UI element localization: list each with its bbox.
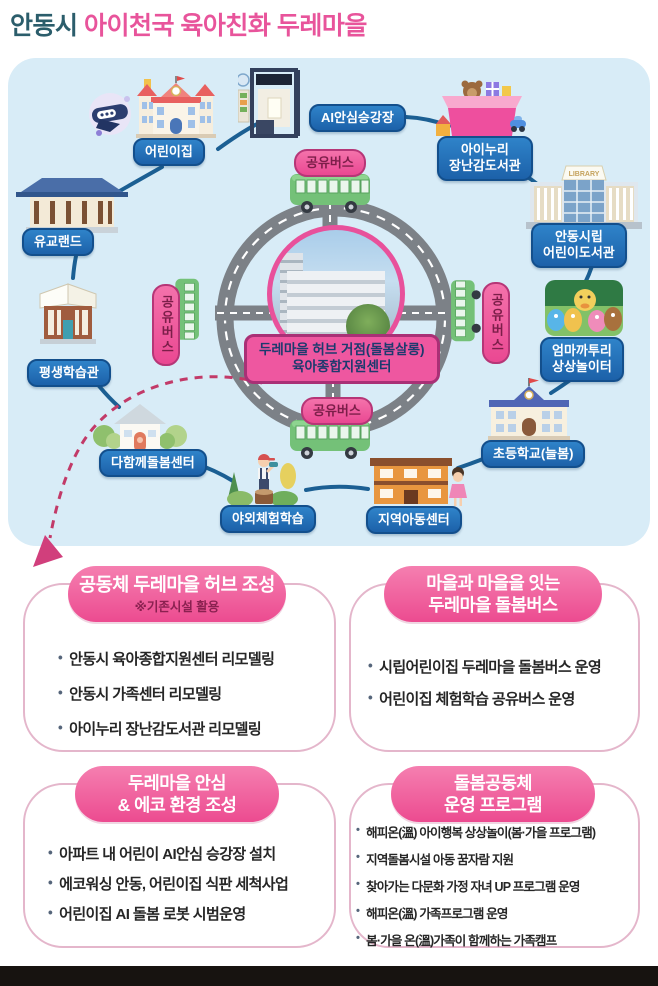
list-item: 어린이집 체험학습 공유버스 운영 [368, 688, 601, 709]
node-label-daycare: 어린이집 [133, 138, 205, 167]
node-label-children-center: 지역아동센터 [366, 506, 462, 535]
lifelong-learning-building-icon [36, 276, 100, 344]
list-item: 에코워싱 안동, 어린이집 식판 세척사업 [48, 873, 289, 894]
list-item: 봄·가을 온(溫)가족이 함께하는 가족캠프 [356, 930, 595, 949]
list-item: 아파트 내 어린이 AI안심 승강장 설치 [48, 843, 288, 864]
node-label-confucian-land: 유교랜드 [22, 228, 94, 257]
bus-shelter-icon [238, 68, 310, 142]
node-label-lifelong: 평생학습관 [27, 359, 111, 388]
bus-label-bottom: 공유버스 [301, 397, 373, 426]
program-box-hub-header: 공동체 두레마을 허브 조성 ※기존시설 활용 [68, 566, 286, 622]
list-item: 시립어린이집 두레마을 돌봄버스 운영 [368, 656, 602, 677]
program-box-bus-list: 시립어린이집 두레마을 돌봄버스 운영 어린이집 체험학습 공유버스 운영 [368, 656, 602, 720]
node-label-hub: 두레마을 허브 거점(돌봄살롱) 육아종합지원센터 [244, 334, 440, 384]
bus-label-top: 공유버스 [294, 149, 366, 178]
robot-icon [86, 88, 134, 140]
program-box-programs-header: 돌봄공동체 운영 프로그램 [391, 766, 595, 822]
node-label-care-center: 다함께돌봄센터 [99, 449, 207, 478]
page-title-rest: 아이천국 육아친화 두레마을 [83, 12, 367, 40]
node-label-city-library: 안동시립 어린이도서관 [531, 223, 627, 268]
list-item: 해피온(溫) 아이행복 상상놀이(봄·가을 프로그램) [356, 822, 596, 841]
list-item: 안동시 가족센터 리모델링 [58, 683, 274, 704]
program-box-hub-subtitle: ※기존시설 활용 [134, 599, 220, 614]
bus-label-left: 공유버스 [152, 284, 181, 366]
bottom-black-bar [0, 966, 658, 986]
list-item: 안동시 육아종합지원센터 리모델링 [58, 648, 275, 669]
page-title: 안동시 아이천국 육아친화 두레마을 [10, 6, 367, 42]
children-center-building-icon [368, 448, 468, 508]
program-box-eco-header: 두레마을 안심 & 에코 환경 조성 [75, 766, 279, 822]
node-label-toy-library: 아이누리 장난감도서관 [437, 136, 533, 181]
katuri-characters-photo [545, 280, 623, 336]
care-house-icon [92, 398, 188, 454]
node-label-outdoor: 야외체험학습 [220, 505, 316, 534]
program-box-hub-list: 안동시 육아종합지원센터 리모델링 안동시 가족센터 리모델링 아이누리 장난감… [58, 648, 275, 753]
list-item: 찾아가는 다문화 가정 자녀 UP 프로그램 운영 [356, 876, 595, 895]
confucian-building-icon [16, 166, 128, 236]
daycare-building-icon [136, 76, 216, 138]
node-label-ai-stop: AI안심승강장 [309, 104, 406, 133]
page-title-city: 안동시 [10, 12, 78, 40]
program-box-eco-list: 아파트 내 어린이 AI안심 승강장 설치 에코워싱 안동, 어린이집 식판 세… [48, 843, 289, 933]
list-item: 지역돌봄시설 아동 꿈자람 지원 [356, 849, 595, 868]
program-box-bus-header: 마을과 마을을 잇는 두레마을 돌봄버스 [384, 566, 602, 622]
school-icon [486, 378, 572, 440]
library-building-icon: LIBRARY [526, 164, 642, 230]
toy-box-icon [436, 78, 528, 140]
library-sign-text: LIBRARY [569, 171, 600, 178]
list-item: 아이누리 장난감도서관 리모델링 [58, 718, 274, 739]
bus-label-right: 공유버스 [482, 282, 511, 364]
node-label-elementary: 초등학교(늘봄) [481, 440, 586, 469]
program-box-programs-list: 해피온(溫) 아이행복 상상놀이(봄·가을 프로그램) 지역돌봄시설 아동 꿈자… [356, 822, 596, 957]
list-item: 해피온(溫) 가족프로그램 운영 [356, 903, 595, 922]
node-label-katuri: 엄마까투리 상상놀이터 [540, 337, 624, 382]
shared-bus-icon [448, 278, 482, 342]
list-item: 어린이집 AI 돌봄 로봇 시범운영 [48, 903, 288, 924]
